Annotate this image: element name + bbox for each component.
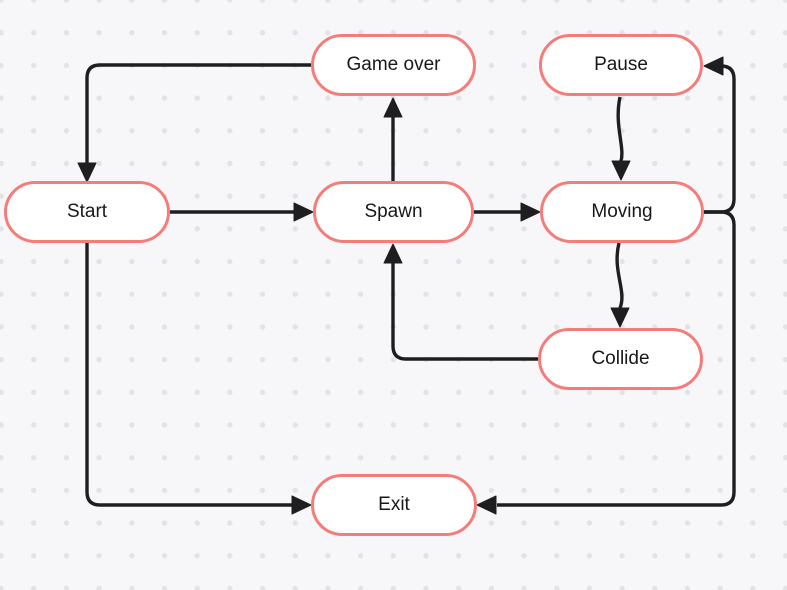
edge-spawn-moving[interactable] <box>474 202 541 222</box>
node-spawn[interactable]: Spawn <box>313 181 474 243</box>
node-pause[interactable]: Pause <box>539 34 703 96</box>
edge-moving-exit[interactable] <box>476 210 736 515</box>
edge-spawn-gameover[interactable] <box>383 97 403 181</box>
node-game-over-label: Game over <box>346 54 441 75</box>
edge-gameover-start[interactable] <box>77 63 311 183</box>
edge-collide-spawn[interactable] <box>383 243 538 361</box>
node-spawn-label: Spawn <box>364 201 423 222</box>
node-moving[interactable]: Moving <box>540 181 704 243</box>
node-collide-label: Collide <box>591 348 650 369</box>
node-moving-label: Moving <box>591 201 653 222</box>
node-start[interactable]: Start <box>4 181 170 243</box>
edge-moving-collide[interactable] <box>610 242 630 328</box>
node-pause-label: Pause <box>594 54 648 75</box>
node-exit[interactable]: Exit <box>311 474 477 536</box>
edge-start-spawn[interactable] <box>170 202 314 222</box>
node-start-label: Start <box>66 201 108 222</box>
node-game-over[interactable]: Game over <box>311 34 476 96</box>
edge-moving-pause[interactable] <box>703 56 736 214</box>
edge-pause-moving[interactable] <box>611 96 631 181</box>
node-exit-label: Exit <box>378 494 410 515</box>
edge-start-exit[interactable] <box>85 243 312 515</box>
node-collide[interactable]: Collide <box>538 328 703 390</box>
